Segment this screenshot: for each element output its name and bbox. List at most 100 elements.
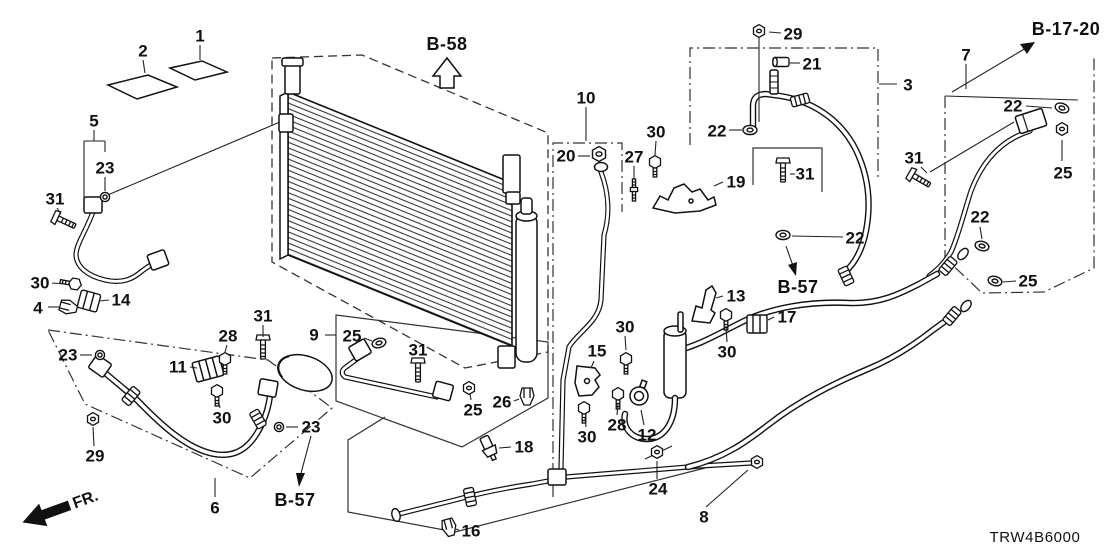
pressure-sensor-icon: [476, 433, 502, 464]
pipe-16-left-inner: [397, 479, 550, 516]
mount-bracket-icon: [652, 183, 717, 214]
callout-leader-line: [142, 59, 146, 74]
callout-label-28: 28: [219, 327, 238, 346]
callout-label-23: 23: [302, 418, 321, 437]
callout-label-22: 22: [708, 122, 727, 141]
fr-direction-mark: FR.: [22, 488, 101, 527]
ref-label-b58: B-58: [426, 34, 467, 54]
callout-label-13: 13: [727, 287, 746, 306]
accumulator-body: [663, 329, 687, 399]
callout-leader-line: [654, 140, 657, 156]
clip-icon: [519, 387, 535, 406]
pad-clamp-icon: [76, 289, 102, 313]
callout-leader-line: [513, 398, 520, 402]
callout-label-7: 7: [961, 46, 970, 65]
callout-leader-line: [979, 226, 983, 240]
reference-marks: B-58 B-57 B-57 B-17-20 FR. TRW4B6000: [22, 19, 1100, 546]
callout-label-29: 29: [86, 447, 105, 466]
condenser-mount-bottom: [497, 345, 516, 369]
callout-label-31: 31: [254, 307, 273, 326]
b57-left-arrow-line: [299, 435, 312, 478]
pipe-10-inner: [559, 170, 610, 470]
pipe16-boundary-box: [347, 416, 706, 533]
pipe-16-right-inner: [564, 461, 753, 479]
bolt-icon: [904, 166, 934, 192]
nut-icon: [462, 380, 476, 396]
callout-leader-line: [51, 282, 67, 285]
b57-right-arrow-icon: [788, 262, 797, 276]
callout-label-31: 31: [905, 149, 924, 168]
callout-leader-line: [725, 325, 728, 343]
grommet-icon: [273, 421, 285, 433]
callout-label-25: 25: [1019, 272, 1038, 291]
callout-label-31: 31: [409, 341, 428, 360]
callout-label-14: 14: [112, 291, 131, 310]
callout-leader-line: [98, 299, 110, 302]
condenser-side-face: [279, 90, 289, 261]
callout-label-25: 25: [464, 401, 483, 420]
callout-leader-line: [705, 469, 749, 508]
nut-icon: [86, 411, 100, 427]
bolt-icon: [775, 157, 791, 183]
seal-plate-2: [105, 74, 180, 100]
bolt-icon: [255, 334, 271, 360]
callout-label-22: 22: [1004, 97, 1023, 116]
hose3-charge-pin: [769, 69, 779, 95]
callout-label-2: 2: [138, 42, 147, 61]
ref-label-b57-right: B-57: [777, 277, 818, 297]
hose6-boundary-box: [46, 329, 333, 479]
callout-label-21: 21: [803, 55, 822, 74]
hose3-boundary-box: [689, 47, 879, 178]
clip-icon: [439, 516, 459, 539]
hose-6-inner: [102, 370, 272, 457]
stud-bolt-icon: [629, 178, 639, 202]
callout-leader-line: [791, 235, 844, 238]
bolt-icon: [49, 209, 79, 234]
valve-icon: [772, 56, 790, 68]
callout-leader-line: [92, 426, 95, 447]
nut-icon: [1055, 121, 1069, 137]
callout-label-30: 30: [616, 318, 635, 337]
nut-icon: [650, 444, 664, 460]
seal-plates: [105, 60, 230, 100]
callout-leader-line: [715, 295, 724, 299]
pipe-union-block: [547, 468, 567, 486]
nut-icon: [752, 23, 766, 39]
callout-label-25: 25: [343, 327, 362, 346]
condenser-assembly: [102, 57, 538, 369]
callout-leader-line: [920, 166, 928, 174]
callout-leader-line: [640, 409, 645, 426]
callout-leader-line: [455, 528, 460, 531]
b1720-arrow-icon: [1020, 42, 1035, 54]
callout-label-31: 31: [46, 190, 65, 209]
callout-leader-line: [217, 399, 221, 409]
pipes-and-hoses: [73, 38, 1048, 523]
pipe10-top-fitting: [593, 161, 609, 173]
washer-icon: [775, 229, 791, 241]
callout-leader-line: [590, 360, 595, 369]
callout-label-30: 30: [578, 428, 597, 447]
callout-label-22: 22: [971, 208, 990, 227]
condenser-inlet-fitting: [278, 113, 294, 133]
boundary-boxes: [46, 47, 1095, 533]
callout-label-8: 8: [699, 508, 708, 527]
pipe7-boundary-box: [944, 58, 1095, 294]
callout-label-26: 26: [493, 393, 512, 412]
bolt31-axis-line: [929, 121, 1015, 173]
washer-icon: [370, 336, 388, 350]
callout-leader-line: [767, 316, 775, 321]
callout-label-12: 12: [638, 426, 657, 445]
screw-icon: [648, 154, 662, 178]
callout-label-30: 30: [31, 274, 50, 293]
callout-label-30: 30: [647, 123, 666, 142]
callout-label-30: 30: [213, 409, 232, 428]
clip-icon: [57, 297, 80, 317]
screw-icon: [577, 400, 591, 424]
callout-leader-line: [713, 181, 724, 187]
fr-arrow-icon: [22, 500, 72, 527]
pipe-7-inner: [927, 129, 1032, 278]
callout-label-25: 25: [1054, 164, 1073, 183]
fr-label: FR.: [71, 488, 101, 513]
